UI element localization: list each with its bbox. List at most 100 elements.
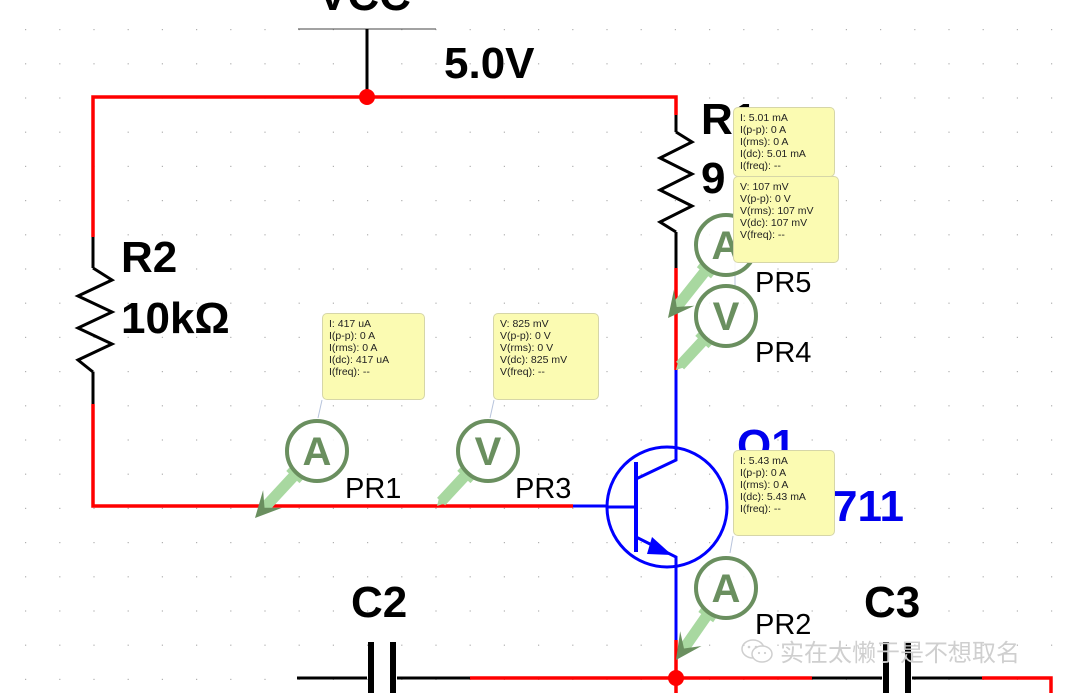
grid-dot [298, 405, 300, 407]
grid-dot [25, 29, 27, 31]
grid-dot [264, 610, 266, 612]
probe-pr4-label: PR4 [755, 337, 812, 369]
grid-dot [401, 610, 403, 612]
grid-dot [1051, 165, 1053, 167]
grid-dot [1016, 302, 1018, 304]
capacitor-c3[interactable] [883, 642, 911, 693]
grid-dot [538, 405, 540, 407]
grid-dot [367, 405, 369, 407]
readout-line: I: 5.43 mA [740, 455, 788, 467]
grid-dot [25, 644, 27, 646]
readout-line: V: 825 mV [500, 318, 549, 330]
grid-dot [264, 371, 266, 373]
probe-pr1[interactable]: A [255, 419, 349, 518]
grid-dot [743, 29, 745, 31]
grid-dot [880, 542, 882, 544]
readout-line: V(freq): -- [500, 366, 545, 378]
grid-dot [59, 336, 61, 338]
grid-dot [161, 200, 163, 202]
grid-dot [332, 268, 334, 270]
grid-dot [127, 678, 129, 680]
grid-dot [948, 29, 950, 31]
grid-dot [1051, 268, 1053, 270]
grid-dot [640, 610, 642, 612]
grid-dot [606, 576, 608, 578]
grid-dot [435, 507, 437, 509]
grid-dot [264, 576, 266, 578]
grid-dot [435, 29, 437, 31]
grid-dot [674, 29, 676, 31]
grid-dot [25, 200, 27, 202]
grid-dot [127, 63, 129, 65]
grid-dot [914, 576, 916, 578]
probe-pr5-label: PR5 [755, 267, 812, 299]
wire-base[interactable] [91, 404, 573, 508]
grid-dot [948, 200, 950, 202]
resistor-r2[interactable] [74, 237, 116, 404]
grid-dot [435, 576, 437, 578]
probe-collar [696, 263, 715, 279]
grid-dot [230, 610, 232, 612]
grid-dot [777, 63, 779, 65]
grid-dot [196, 371, 198, 373]
grid-dot [503, 200, 505, 202]
grid-dot [264, 439, 266, 441]
c2-ref: C2 [351, 578, 408, 627]
grid-dot [401, 165, 403, 167]
grid-dot [93, 542, 95, 544]
capacitor-c2[interactable] [368, 642, 396, 693]
grid-dot [196, 336, 198, 338]
grid-dot [503, 131, 505, 133]
grid-dot [880, 644, 882, 646]
probe-collar [286, 467, 303, 484]
resistor-r1[interactable] [656, 115, 696, 268]
grid-dot [230, 576, 232, 578]
grid-dot [196, 542, 198, 544]
grid-dot [572, 63, 574, 65]
transistor-q1[interactable] [605, 445, 729, 569]
grid-dot [367, 131, 369, 133]
junction-vcc [359, 89, 375, 105]
grid-dot [1016, 29, 1018, 31]
grid-dot [127, 268, 129, 270]
grid-dot [1051, 63, 1053, 65]
grid-dot [469, 405, 471, 407]
grid-dot [469, 29, 471, 31]
probe-pr3[interactable]: V [437, 419, 520, 506]
grid-dot [25, 678, 27, 680]
grid-dot [572, 29, 574, 31]
probe-pr2[interactable]: A [676, 556, 758, 660]
grid-dot [606, 234, 608, 236]
grid-dot [127, 371, 129, 373]
grid-dot [845, 165, 847, 167]
grid-dot [880, 63, 882, 65]
grid-dot [880, 473, 882, 475]
grid-dot [367, 473, 369, 475]
grid-dot [606, 439, 608, 441]
probe-type-letter: A [303, 430, 332, 474]
grid-dot [196, 63, 198, 65]
grid-dot [606, 405, 608, 407]
grid-dot [503, 268, 505, 270]
wire-bottom[interactable] [297, 676, 1053, 693]
grid-dot [1016, 644, 1018, 646]
grid-dot [93, 63, 95, 65]
grid-dot [709, 131, 711, 133]
grid-dot [230, 371, 232, 373]
grid-dot [230, 131, 232, 133]
grid-dot [572, 507, 574, 509]
grid-dot [435, 268, 437, 270]
readout-line: I(dc): 417 uA [329, 354, 390, 366]
grid-dot [640, 131, 642, 133]
vcc-symbol[interactable] [298, 28, 436, 97]
grid-dot [161, 678, 163, 680]
grid-dot [435, 405, 437, 407]
grid-dot [367, 644, 369, 646]
wire-top[interactable] [91, 95, 678, 237]
grid-dot [230, 200, 232, 202]
probe-pr4[interactable]: V [676, 284, 758, 370]
grid-dot [640, 644, 642, 646]
grid-dot [469, 200, 471, 202]
probe-pr1-label: PR1 [345, 473, 402, 505]
grid-dot [25, 439, 27, 441]
